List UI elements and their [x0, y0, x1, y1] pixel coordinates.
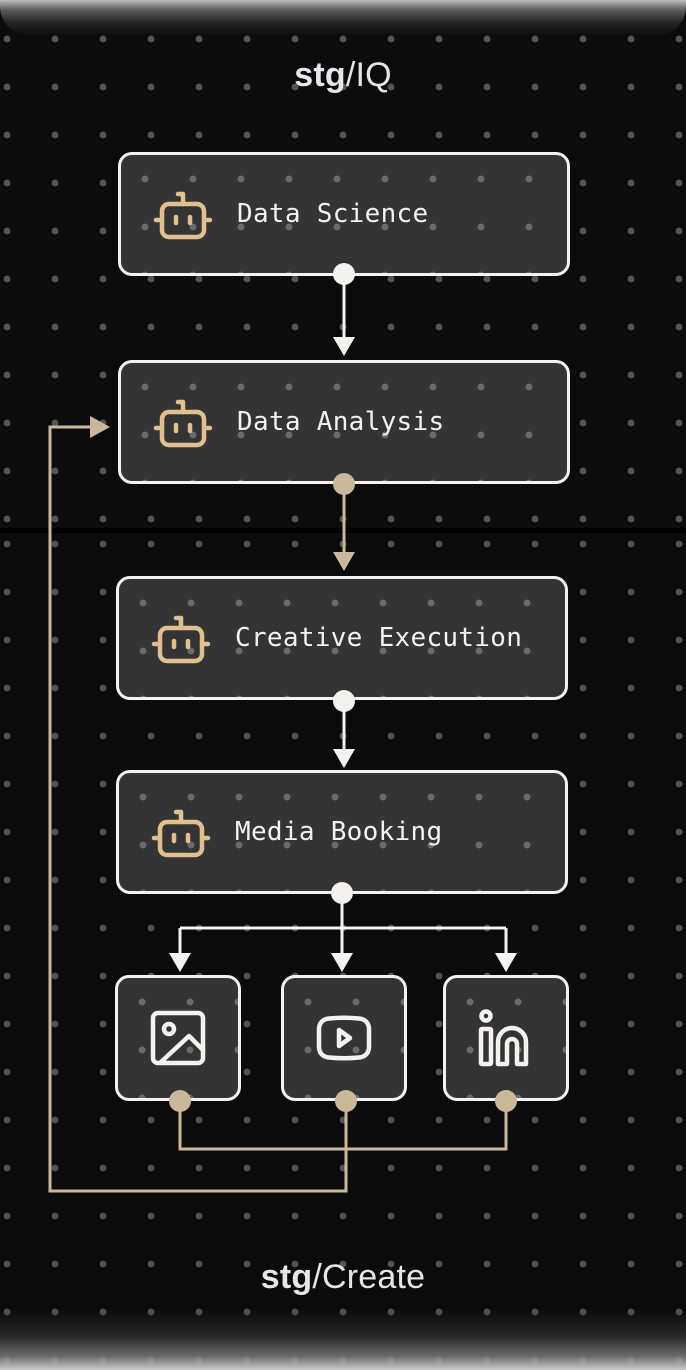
node-data-science[interactable]: Data Science — [118, 152, 570, 276]
node-media-booking[interactable]: Media Booking — [116, 770, 568, 894]
node-channel-linkedin[interactable] — [443, 975, 569, 1101]
stg-iq-title: stg/IQ — [294, 56, 392, 94]
image-icon — [150, 1010, 206, 1066]
node-label: Media Booking — [235, 817, 443, 847]
node-label: Data Analysis — [237, 407, 445, 437]
stg-create-title: stg/Create — [260, 1258, 426, 1296]
node-label: Data Science — [237, 199, 429, 229]
robot-icon — [151, 809, 211, 858]
node-label: Creative Execution — [235, 623, 523, 653]
linkedin-icon — [478, 1009, 529, 1067]
node-creative-execution[interactable]: Creative Execution — [116, 576, 568, 700]
robot-icon — [151, 615, 211, 664]
node-channel-youtube[interactable] — [281, 975, 407, 1101]
robot-icon — [153, 191, 213, 240]
bottom-grain-edge — [0, 1310, 686, 1370]
top-grain-edge — [0, 0, 686, 36]
node-data-analysis[interactable]: Data Analysis — [118, 360, 570, 484]
robot-icon — [153, 399, 213, 448]
youtube-icon — [316, 1015, 372, 1061]
node-channel-image[interactable] — [115, 975, 241, 1101]
